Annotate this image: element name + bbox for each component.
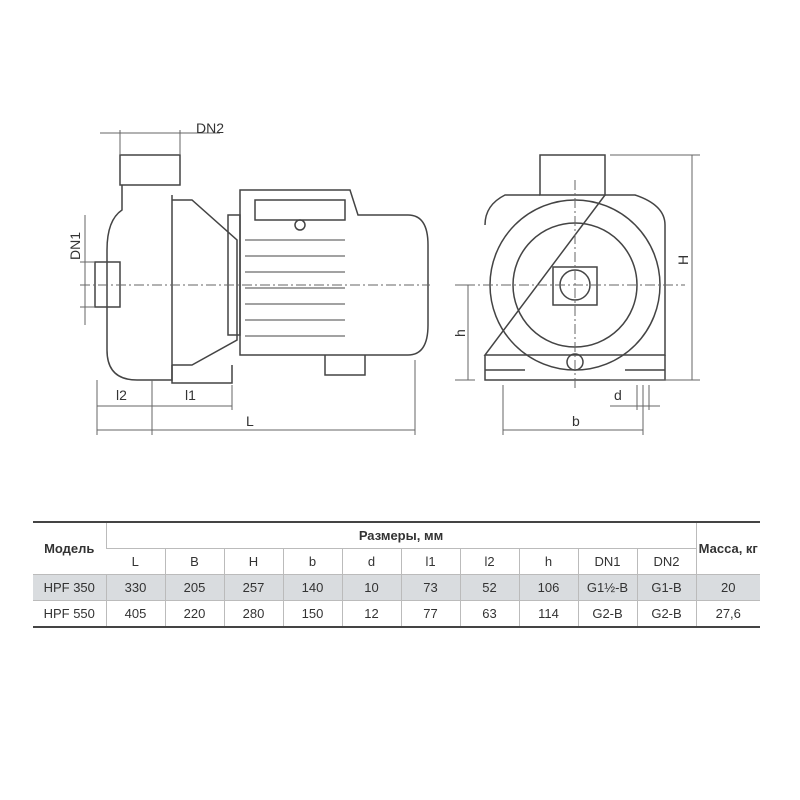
model-cell: HPF 550 xyxy=(33,600,106,627)
value-cell: 330 xyxy=(105,574,165,601)
column-header: l2 xyxy=(459,548,519,575)
label-H: H xyxy=(675,255,691,265)
value-cell: 77 xyxy=(400,600,460,627)
technical-drawing: DN2 DN1 l2 l1 L H h b d xyxy=(67,120,700,435)
column-header: b xyxy=(282,548,342,575)
value-cell: 114 xyxy=(518,600,578,627)
value-cell: 52 xyxy=(459,574,519,601)
model-header: Модель xyxy=(44,541,95,556)
model-cell: HPF 350 xyxy=(33,574,106,601)
value-cell: G1½-B xyxy=(577,574,637,601)
value-cell: 280 xyxy=(223,600,283,627)
value-cell: 220 xyxy=(164,600,224,627)
value-cell: 73 xyxy=(400,574,460,601)
value-cell: G1-B xyxy=(636,574,696,601)
value-cell: 12 xyxy=(341,600,401,627)
label-l1: l1 xyxy=(185,387,196,403)
value-cell: 106 xyxy=(518,574,578,601)
mass-cell: 20 xyxy=(695,574,760,601)
front-view xyxy=(455,154,700,435)
label-b: b xyxy=(572,413,580,429)
label-h: h xyxy=(452,329,468,337)
value-cell: 150 xyxy=(282,600,342,627)
label-L: L xyxy=(246,413,254,429)
mass-header: Масса, кг xyxy=(695,522,760,575)
column-header: d xyxy=(341,548,401,575)
label-d: d xyxy=(614,387,622,403)
value-cell: 257 xyxy=(223,574,283,601)
value-cell: G2-B xyxy=(636,600,696,627)
label-l2: l2 xyxy=(116,387,127,403)
mass-cell: 27,6 xyxy=(695,600,760,627)
column-header: L xyxy=(106,548,165,575)
dimensions-header: Размеры, мм xyxy=(105,522,696,549)
label-dn2: DN2 xyxy=(196,120,224,136)
value-cell: 63 xyxy=(459,600,519,627)
column-header: DN1 xyxy=(577,548,637,575)
column-header: H xyxy=(223,548,283,575)
value-cell: 140 xyxy=(282,574,342,601)
column-header: DN2 xyxy=(636,548,696,575)
value-cell: 10 xyxy=(341,574,401,601)
column-header: h xyxy=(518,548,578,575)
value-cell: 205 xyxy=(164,574,224,601)
column-header: l1 xyxy=(400,548,460,575)
value-cell: 405 xyxy=(105,600,165,627)
side-view xyxy=(80,130,430,435)
value-cell: G2-B xyxy=(577,600,637,627)
label-dn1: DN1 xyxy=(67,232,83,260)
column-header: B xyxy=(164,548,224,575)
